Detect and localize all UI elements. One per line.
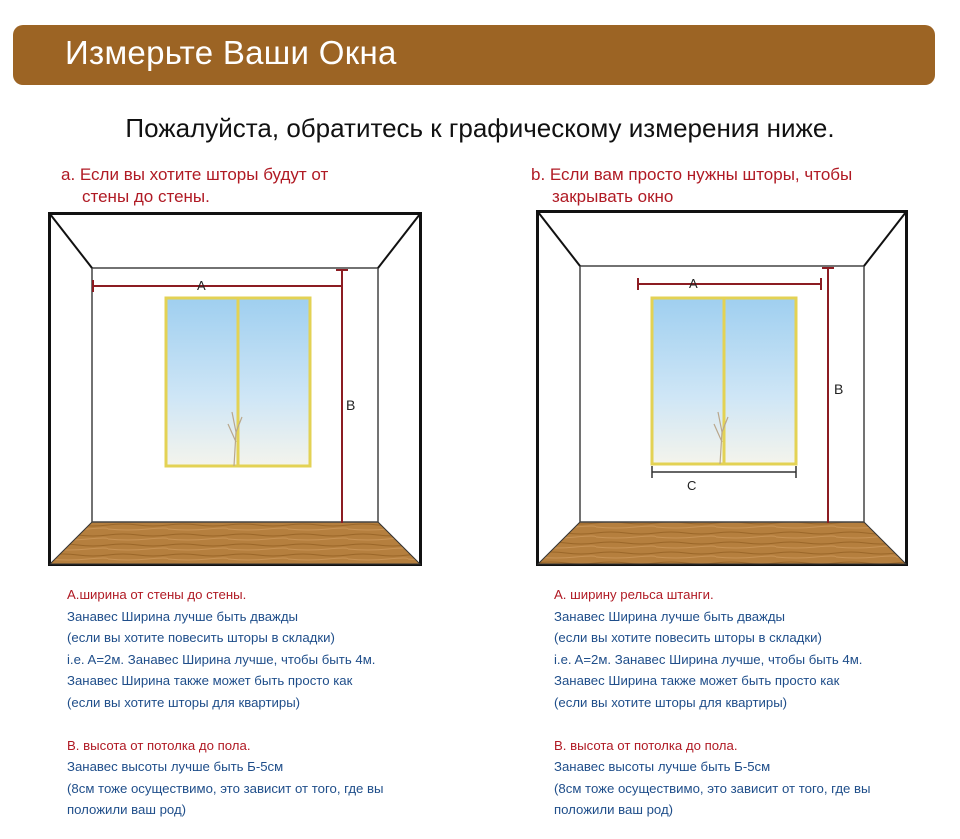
back-wall <box>579 265 865 523</box>
corner-line <box>49 213 93 269</box>
note-line: Занавес высоты лучше быть Б-5см <box>554 759 771 774</box>
note-line: A. ширину рельса штанги. <box>554 587 714 602</box>
note-line: B. высота от потолка до пола. <box>554 737 738 753</box>
corner-line <box>863 211 907 267</box>
note-line: Занавес Ширина лучше быть дважды <box>554 608 786 624</box>
note-line: A.ширина от стены до стены. <box>67 587 247 602</box>
option-b-title: b. Если вам просто нужны шторы, чтобы за… <box>531 164 852 208</box>
label-a: A <box>197 278 206 293</box>
corner-line <box>377 213 421 269</box>
label-a: A <box>689 276 698 291</box>
note-line: Занавес Ширина лучше быть дважды <box>67 608 299 624</box>
room-diagram-b: A B C <box>536 210 908 566</box>
note-line: i.e. A=2м. Занавес Ширина лучше, чтобы б… <box>67 651 376 667</box>
note-line <box>554 713 871 735</box>
floor <box>536 521 908 565</box>
floor <box>48 521 422 565</box>
note-line: i.e. A=2м. Занавес Ширина лучше, чтобы б… <box>554 651 863 667</box>
tree-silhouette <box>227 411 243 467</box>
option-a-title-line-1: a. Если вы хотите шторы будут от <box>61 165 329 184</box>
option-b-title-line-1: b. Если вам просто нужны шторы, чтобы <box>531 165 853 184</box>
note-line: (8см тоже осуществимо, это зависит от то… <box>554 780 871 796</box>
note-line: положили ваш род) <box>67 802 187 817</box>
note-line: Занавес высоты лучше быть Б-5см <box>67 759 284 774</box>
subtitle: Пожалуйста, обратитесь к графическому из… <box>125 113 835 143</box>
note-line: (если вы хотите шторы для квартиры) <box>554 694 788 710</box>
back-wall <box>91 267 379 523</box>
page-title: Измерьте Ваши Окна <box>65 34 397 71</box>
note-line: (если вы хотите повесить шторы в складки… <box>554 630 822 645</box>
tree-silhouette <box>713 411 729 465</box>
corner-line <box>537 211 581 267</box>
room-diagram-a: A B <box>48 212 422 566</box>
option-a-title-line-2: стены до стены. <box>82 187 210 206</box>
note-line: Занавес Ширина также может быть просто к… <box>67 673 353 688</box>
note-line <box>67 713 384 735</box>
note-line: Занавес Ширина также может быть просто к… <box>554 673 840 688</box>
label-b: B <box>346 397 355 413</box>
label-c: C <box>687 478 696 493</box>
notes-a: A.ширина от стены до стены. Занавес Шири… <box>67 584 384 821</box>
note-line: положили ваш род) <box>554 802 674 817</box>
option-a-title: a. Если вы хотите шторы будут от стены д… <box>61 164 328 208</box>
option-b-title-line-2: закрывать окно <box>552 187 674 206</box>
header-banner: Измерьте Ваши Окна <box>13 25 935 85</box>
notes-b: A. ширину рельса штанги. Занавес Ширина … <box>554 584 871 821</box>
label-b: B <box>834 381 843 397</box>
note-line: (если вы хотите шторы для квартиры) <box>67 694 301 710</box>
note-line: (8см тоже осуществимо, это зависит от то… <box>67 780 384 796</box>
note-line: (если вы хотите повесить шторы в складки… <box>67 630 335 645</box>
note-line: B. высота от потолка до пола. <box>67 737 251 753</box>
